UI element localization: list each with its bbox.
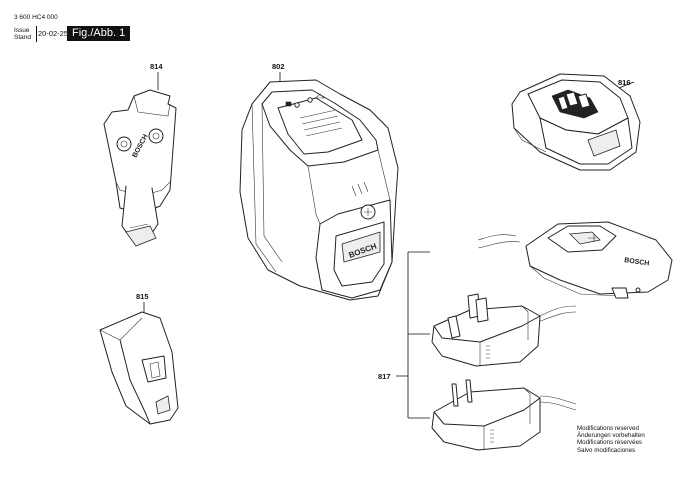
callout-802: 802: [272, 62, 285, 71]
modifications-line-fr: Modifications réservées: [577, 439, 642, 447]
modifications-line-de: Änderungen vorbehalten: [577, 432, 645, 440]
callout-817: 817: [378, 372, 391, 381]
modifications-line-es: Salvo modificaciones: [577, 446, 636, 454]
issue-date: 20-02-25: [38, 29, 69, 38]
part-817-charger-set: BOSCH: [396, 221, 673, 451]
part-816-charger-cradle: [511, 73, 641, 171]
leader-817: [396, 251, 430, 419]
part-802-battery-pack: BOSCH: [239, 72, 399, 301]
issue-stand-labels: Issue Stand: [14, 27, 31, 41]
power-adapter-uk: [431, 293, 577, 367]
document-number: 3 600 HC4 000: [14, 14, 58, 21]
callout-815: 815: [136, 292, 149, 301]
part-814-wall-bracket: BOSCH: [103, 72, 177, 247]
modifications-line-en: Modifications reserved: [577, 425, 639, 432]
callout-816: 816: [618, 78, 631, 87]
figure-label: Fig./Abb. 1: [67, 26, 131, 41]
stand-label: Stand: [14, 34, 31, 41]
issue-brace: [33, 26, 37, 42]
modifications-note: Modifications reserved Änderungen vorbeh…: [577, 425, 645, 454]
power-adapter-eu: [431, 379, 577, 451]
issue-label: Issue: [14, 27, 30, 34]
charging-base: BOSCH: [477, 221, 673, 299]
part-815-belt-clip: [99, 302, 179, 425]
charging-base-brand-text: BOSCH: [624, 257, 650, 267]
callout-814: 814: [150, 62, 163, 71]
